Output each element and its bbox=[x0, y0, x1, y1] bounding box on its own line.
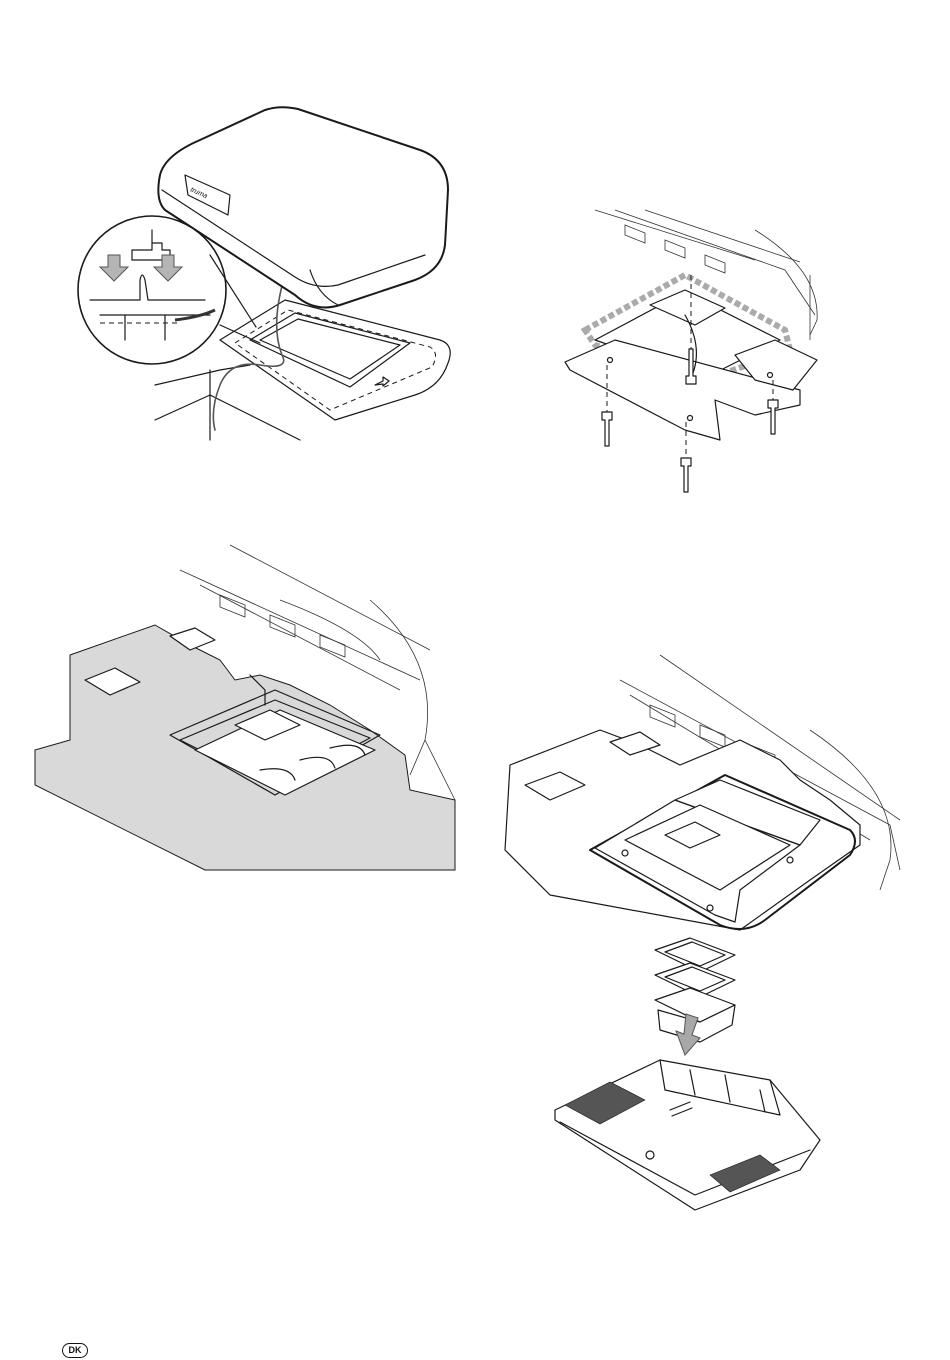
fig-ceiling-assembly bbox=[480, 650, 920, 1220]
mounting-frame-icon bbox=[220, 300, 450, 420]
fig-mounting-plate-screws bbox=[555, 200, 835, 500]
fig-roof-unit-placement: truma bbox=[70, 95, 470, 455]
language-badge: DK bbox=[62, 1343, 88, 1358]
fig-ceiling-cutout bbox=[30, 540, 460, 875]
air-distributor-icon bbox=[555, 1060, 820, 1210]
